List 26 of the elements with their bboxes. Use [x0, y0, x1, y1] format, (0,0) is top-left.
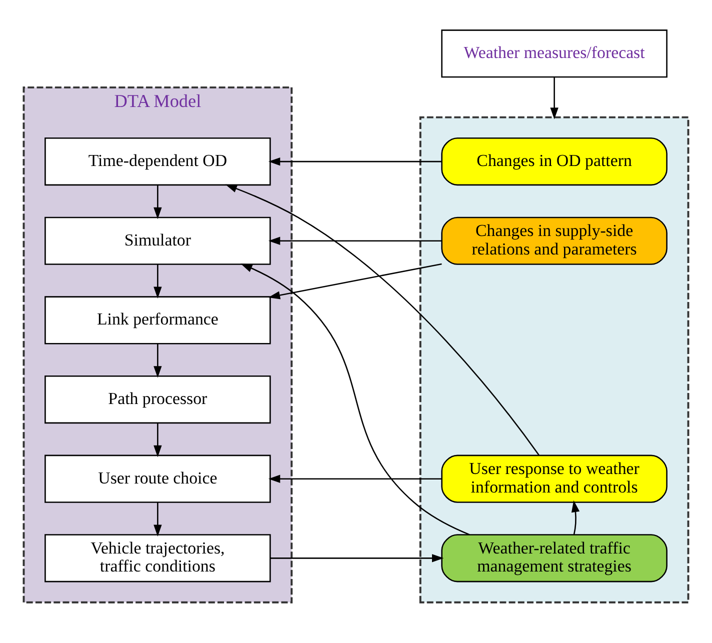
arrow	[270, 554, 444, 562]
node-box: Weather measures/forecast	[441, 30, 668, 78]
node-box: Simulator	[44, 216, 271, 265]
arrow	[571, 500, 580, 535]
arrow	[268, 157, 442, 166]
arrow	[154, 185, 162, 220]
cluster	[419, 116, 690, 604]
arrow	[240, 264, 470, 536]
node-box: Changes in OD pattern	[441, 137, 668, 186]
arrow	[154, 344, 162, 378]
arrow	[268, 263, 442, 300]
arrow	[154, 264, 162, 298]
arrow	[225, 184, 540, 456]
node-box: Link performance	[44, 296, 271, 344]
arrow	[154, 502, 162, 536]
node-box: Weather-related traffic management strategies	[441, 534, 668, 582]
node-box: Changes in supply-side relations and parameters	[441, 216, 668, 265]
arrow	[550, 77, 558, 120]
node-box: User response to weather information and controls	[441, 454, 668, 503]
arrow	[154, 423, 162, 458]
arrow	[268, 474, 442, 483]
node-box: Time-dependent OD	[44, 137, 271, 186]
arrow	[268, 236, 442, 245]
node-box: Path processor	[44, 375, 271, 424]
node-box: Vehicle trajectories, traffic conditions	[44, 534, 271, 582]
node-box: User route choice	[44, 454, 271, 503]
